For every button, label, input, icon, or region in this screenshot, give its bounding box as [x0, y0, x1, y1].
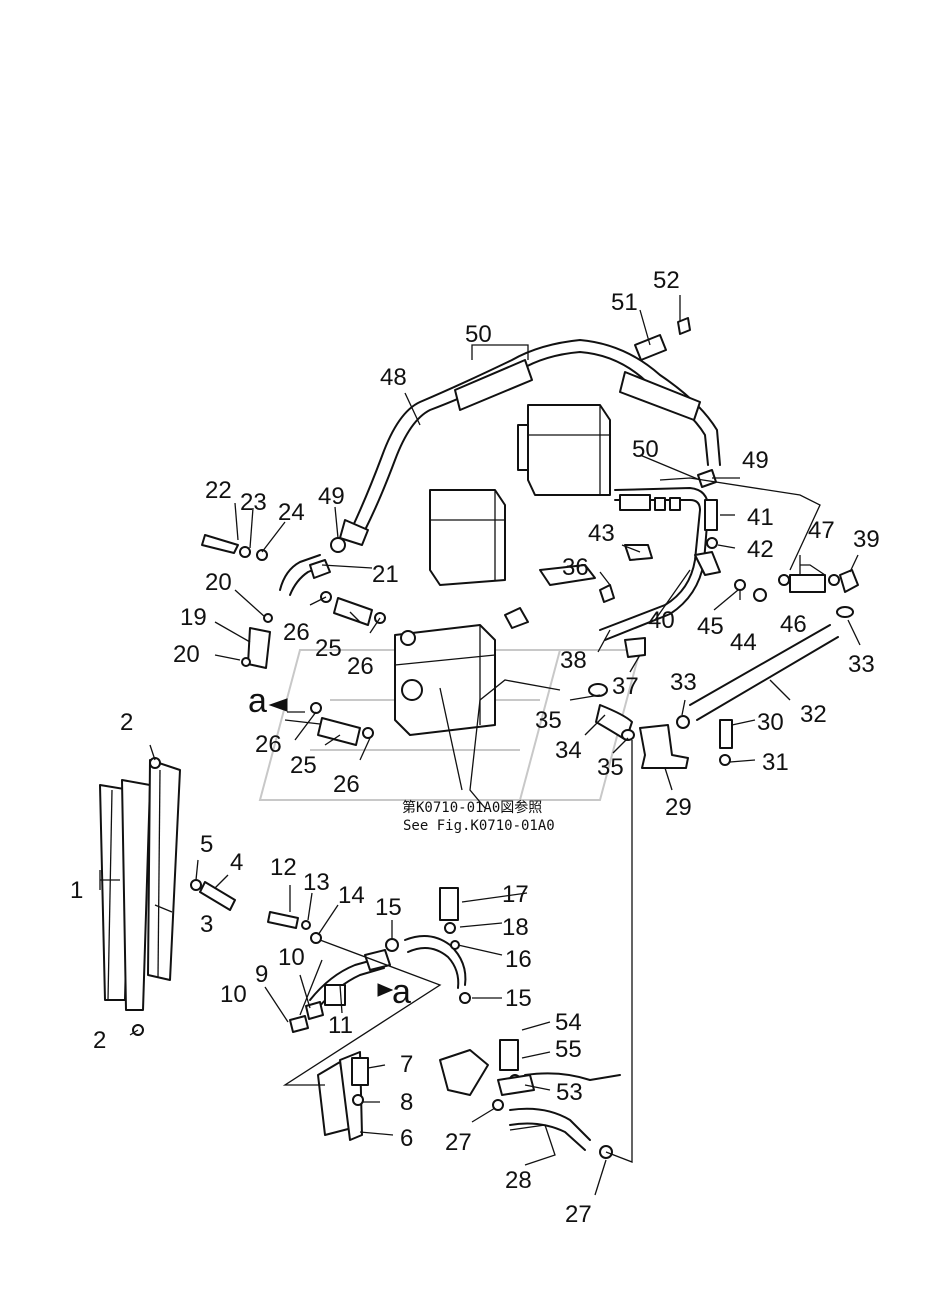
- callout-43: 43: [588, 520, 615, 547]
- callout-26-a: 26: [283, 619, 310, 646]
- callout-52: 52: [653, 267, 680, 294]
- connector-a-upper: a: [248, 682, 267, 720]
- callout-16: 16: [505, 946, 532, 973]
- callout-13: 13: [303, 869, 330, 896]
- callout-27-bottom: 27: [565, 1201, 592, 1228]
- callout-33-right: 33: [848, 651, 875, 678]
- callout-53: 53: [556, 1079, 583, 1106]
- callout-20-upper: 20: [205, 569, 232, 596]
- callout-50-right: 50: [632, 436, 659, 463]
- callout-34: 34: [555, 737, 582, 764]
- callout-31: 31: [762, 749, 789, 776]
- callout-51: 51: [611, 289, 638, 316]
- callout-38: 38: [560, 647, 587, 674]
- callout-5: 5: [200, 831, 213, 858]
- callout-54: 54: [555, 1009, 582, 1036]
- reference-en: See Fig.K0710-01A0: [403, 818, 555, 834]
- callout-22: 22: [205, 477, 232, 504]
- callout-35-left: 35: [535, 707, 562, 734]
- callout-40: 40: [648, 607, 675, 634]
- callout-32: 32: [800, 701, 827, 728]
- callout-33-mid: 33: [670, 669, 697, 696]
- left-bracket-group: [99, 757, 236, 1036]
- callout-39: 39: [853, 526, 880, 553]
- callout-24: 24: [278, 499, 305, 526]
- callout-29: 29: [665, 794, 692, 821]
- callout-10-upper: 10: [278, 944, 305, 971]
- callout-21: 21: [372, 561, 399, 588]
- callout-28: 28: [505, 1167, 532, 1194]
- lower-hose-assembly: [267, 740, 633, 1163]
- callout-26-d: 26: [333, 771, 360, 798]
- callout-42: 42: [747, 536, 774, 563]
- callout-17: 17: [502, 881, 529, 908]
- callout-12: 12: [270, 854, 297, 881]
- callout-4: 4: [230, 849, 243, 876]
- callout-labels: 1 2 2 3 4 5 6 7 8 9 10 10 11 12 13 14 15…: [70, 267, 880, 1228]
- callout-15-upper: 15: [375, 894, 402, 921]
- callout-36: 36: [562, 554, 589, 581]
- reference-jp: 第K0710-01A0図参照: [402, 799, 542, 816]
- callout-26-b: 26: [347, 653, 374, 680]
- callout-49-left: 49: [318, 483, 345, 510]
- callout-26-c: 26: [255, 731, 282, 758]
- callout-25-lower: 25: [290, 752, 317, 779]
- tank-assembly: [201, 317, 859, 769]
- callout-41: 41: [747, 504, 774, 531]
- callout-2-bottom: 2: [93, 1027, 106, 1054]
- callout-9: 9: [255, 961, 268, 988]
- callout-3: 3: [200, 911, 213, 938]
- callout-23: 23: [240, 489, 267, 516]
- callout-25-upper: 25: [315, 635, 342, 662]
- callout-14: 14: [338, 882, 365, 909]
- callout-50-left: 50: [465, 321, 492, 348]
- arrow-a-lower: [377, 983, 394, 997]
- leader-lines: [99, 295, 861, 1196]
- callout-48: 48: [380, 364, 407, 391]
- callout-6: 6: [400, 1125, 413, 1152]
- callout-46: 46: [780, 611, 807, 638]
- callout-10-lower: 10: [220, 981, 247, 1008]
- callout-35-mid: 35: [597, 754, 624, 781]
- callout-55: 55: [555, 1036, 582, 1063]
- callout-47: 47: [808, 517, 835, 544]
- callout-45: 45: [697, 613, 724, 640]
- callout-7: 7: [400, 1051, 413, 1078]
- callout-37: 37: [612, 673, 639, 700]
- callout-1: 1: [70, 877, 83, 904]
- callout-20-lower: 20: [173, 641, 200, 668]
- callout-19: 19: [180, 604, 207, 631]
- callout-30: 30: [757, 709, 784, 736]
- callout-44: 44: [730, 629, 757, 656]
- callout-15-lower: 15: [505, 985, 532, 1012]
- callout-2-top: 2: [120, 709, 133, 736]
- callout-49-right: 49: [742, 447, 769, 474]
- callout-18: 18: [502, 914, 529, 941]
- arrow-a-upper: [268, 698, 288, 712]
- callout-11: 11: [328, 1012, 353, 1039]
- connector-a-lower: a: [392, 973, 411, 1011]
- callout-8: 8: [400, 1089, 413, 1116]
- callout-27-left: 27: [445, 1129, 472, 1156]
